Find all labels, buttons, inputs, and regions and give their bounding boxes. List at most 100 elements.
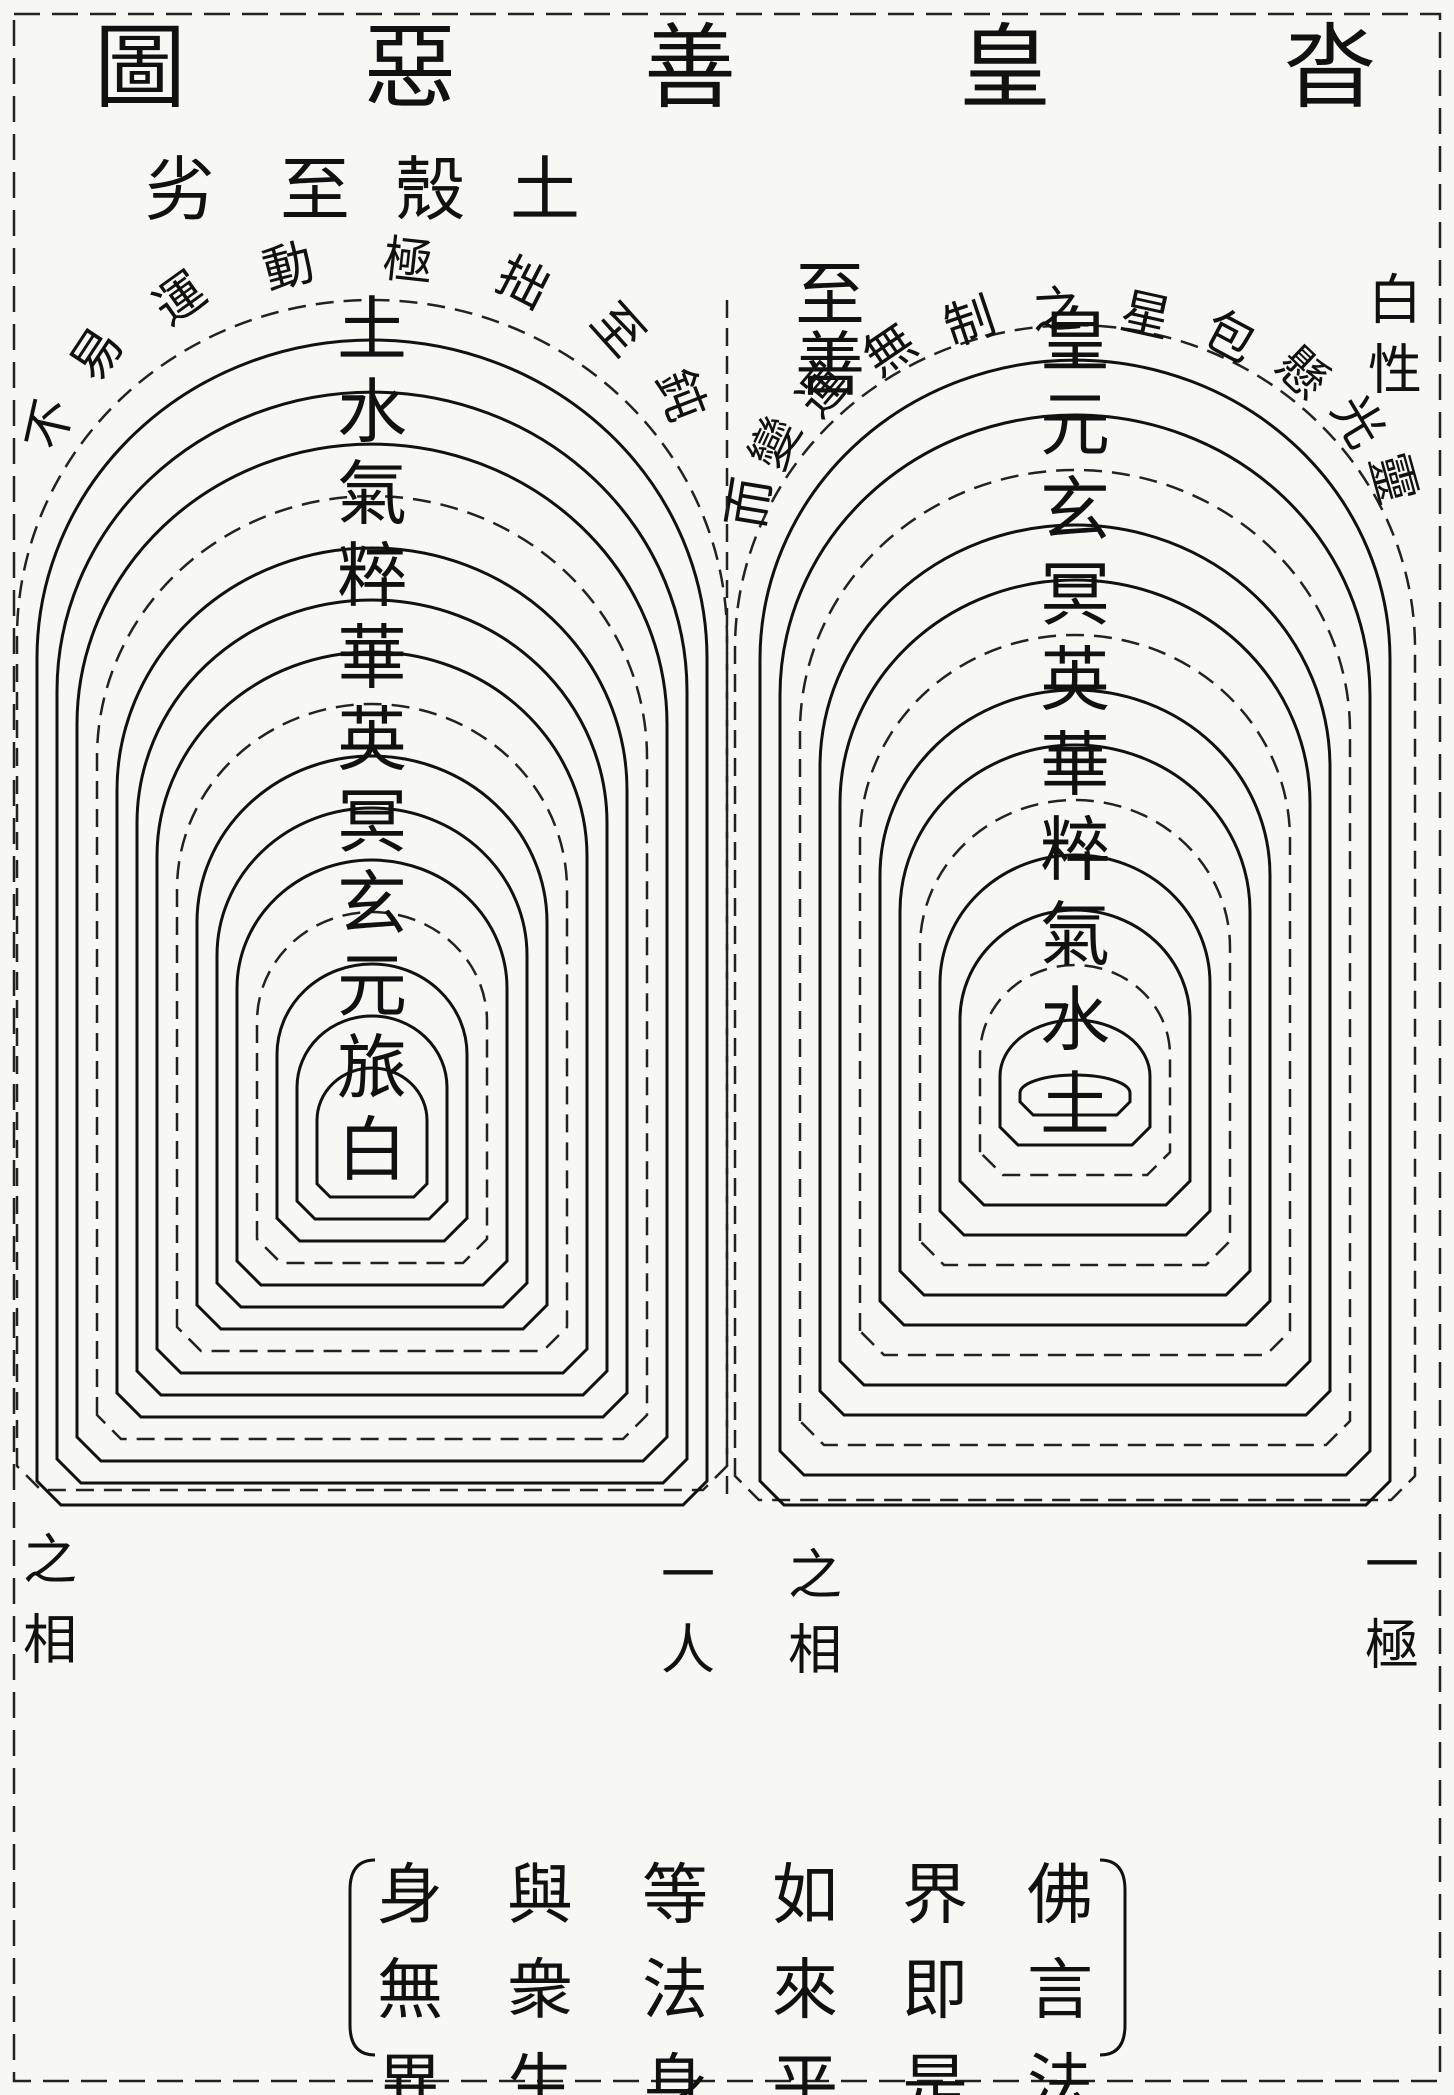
right-layer-ring: [878, 688, 1272, 1327]
footer-verse-char: 法: [1027, 2047, 1093, 2095]
footer-verse-char: 法: [642, 1952, 708, 2029]
left-layer-ring: [275, 962, 469, 1243]
left-layer-ring: [55, 390, 689, 1485]
left-layer-ring: [235, 858, 509, 1287]
left-layer-label: 元: [337, 945, 407, 1027]
left-layer-ring: [155, 650, 589, 1375]
verse-right-bracket: [1099, 1858, 1127, 2057]
right-bottom-label-char: 一: [1365, 1534, 1419, 1597]
footer-verse-char: 是: [902, 2047, 968, 2095]
right-layer-ring: [798, 468, 1352, 1447]
left-outer-dashed-arch: [15, 298, 729, 1492]
right-layer-label: 華: [1040, 724, 1110, 806]
right-arc-caption-char: 懸: [1264, 335, 1340, 411]
left-arc-caption-char: 動: [257, 232, 320, 301]
right-layer-label: 玄: [1040, 469, 1110, 551]
title-char: 善: [644, 15, 736, 122]
right-heading-char: 至: [795, 254, 865, 336]
right-layer-ring: [998, 1018, 1152, 1147]
right-arc-caption-char: 之: [1031, 280, 1084, 341]
left-layer-ring: [135, 598, 609, 1397]
left-arc-caption-char: 至: [579, 292, 656, 368]
left-layer-ring: [195, 754, 549, 1331]
footer-verse-char: 界: [902, 1857, 968, 1934]
right-layer-label: 氣: [1040, 894, 1110, 976]
left-bottom-label-char: 一: [661, 1544, 715, 1607]
left-arc-caption-char: 鈍: [644, 361, 716, 428]
right-side-heading-char: 白: [1368, 269, 1422, 332]
title-char: 沓: [1284, 15, 1376, 122]
left-bottom-label-char: 之: [23, 1529, 77, 1592]
right-layer-label: 冥: [1040, 554, 1110, 636]
right-heading-char: 善: [795, 324, 865, 406]
right-layer-ring: [898, 743, 1252, 1297]
left-arc-caption-char: 易: [59, 317, 135, 391]
footer-verse-char: 佛: [1027, 1857, 1093, 1934]
right-layer-label: 元: [1040, 384, 1110, 466]
left-arc-caption-char: 運: [143, 261, 217, 337]
left-heading-char: 殼: [395, 149, 465, 231]
footer-verse-char: 身: [377, 1857, 443, 1934]
right-layer-ring: [938, 853, 1212, 1237]
left-layer-label: 旅: [337, 1027, 407, 1109]
left-layer-ring: [95, 494, 649, 1441]
footer-verse-char: 即: [902, 1952, 968, 2029]
right-layer-ring: [958, 908, 1192, 1207]
left-layer-ring: [75, 442, 669, 1463]
left-layer-label: 土: [337, 289, 407, 371]
verse-left-bracket: [348, 1858, 376, 2057]
right-bottom-label-char: 極: [1365, 1614, 1419, 1677]
left-heading-char: 至: [280, 149, 350, 231]
footer-verse-char: 無: [377, 1952, 443, 2029]
footer-verse-char: 言: [1027, 1952, 1093, 2029]
left-layer-ring: [215, 806, 529, 1309]
left-layer-ring: [315, 1066, 429, 1199]
title-char: 皇: [959, 15, 1051, 122]
right-layer-label: 水: [1040, 979, 1110, 1061]
left-layer-ring: [255, 910, 489, 1265]
right-arc-caption-char: 星: [1115, 282, 1176, 349]
left-layer-ring: [115, 546, 629, 1419]
right-layer-label: 粹: [1040, 809, 1110, 891]
right-layer-ring: [818, 523, 1332, 1417]
left-layer-label: 氣: [337, 453, 407, 535]
right-bottom-label-char: 相: [788, 1619, 842, 1682]
left-bottom-label-char: 相: [23, 1609, 77, 1672]
title-char: 惡: [364, 15, 456, 122]
left-layer-label: 粹: [337, 535, 407, 617]
footer-verse-char: 與: [507, 1857, 573, 1934]
right-outer-dashed-arch: [733, 323, 1417, 1502]
footer-verse-char: 來: [772, 1952, 838, 2029]
right-arc-caption-char: 包: [1194, 299, 1265, 374]
right-layer-ring: [838, 578, 1312, 1387]
left-arc-caption-char: 極: [380, 230, 436, 293]
footer-verse-char: 平: [772, 2047, 838, 2095]
left-layer-ring: [295, 1014, 449, 1221]
right-arc-caption-char: 變: [739, 409, 813, 479]
footer-verse-char: 衆: [507, 1952, 573, 2029]
right-bottom-label-char: 之: [788, 1544, 842, 1607]
title-char: 圖: [94, 15, 186, 122]
left-layer-label: 水: [337, 371, 407, 453]
left-layer-label: 冥: [337, 781, 407, 863]
left-arc-caption-char: 拙: [487, 246, 558, 320]
left-layer-label: 華: [337, 617, 407, 699]
right-layer-ring: [778, 413, 1372, 1477]
right-layer-label: 皇: [1040, 299, 1110, 381]
left-bottom-label-char: 人: [661, 1619, 715, 1682]
page-frame: [12, 12, 1442, 2083]
right-side-heading-char: 性: [1368, 339, 1422, 402]
right-layer-ring: [758, 358, 1392, 1507]
right-arc-caption-char: 制: [937, 287, 1003, 358]
left-layer-label: 英: [337, 699, 407, 781]
right-layer-ring: [918, 798, 1232, 1267]
right-layer-label: 英: [1040, 639, 1110, 721]
footer-verse-char: 等: [642, 1857, 708, 1934]
footer-verse-char: 生: [507, 2047, 573, 2095]
right-arc-caption-char: 靈: [1358, 447, 1427, 511]
left-heading-char: 土: [510, 149, 580, 231]
left-layer-label: 玄: [337, 863, 407, 945]
footer-verse-char: 異: [377, 2047, 443, 2095]
